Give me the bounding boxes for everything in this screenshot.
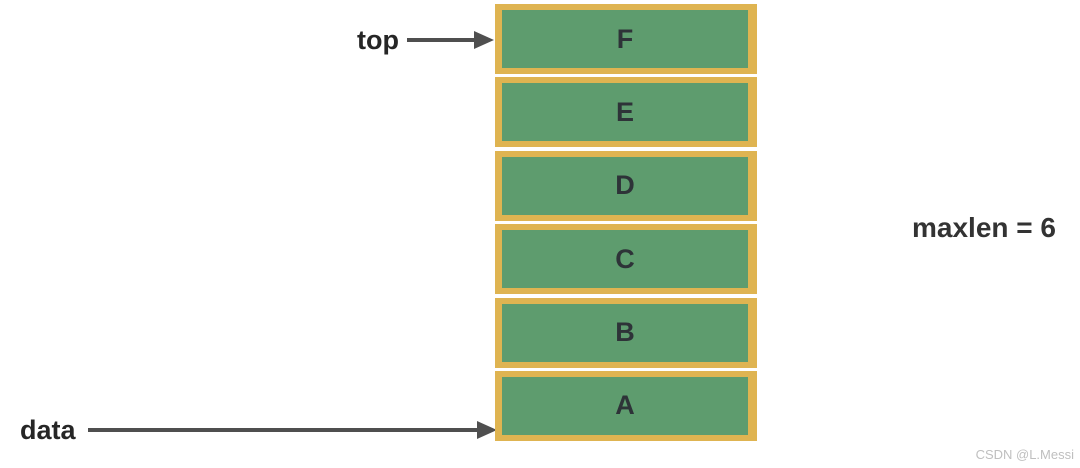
right-arrow-icon	[474, 31, 494, 49]
stack-cell-fill: E	[502, 83, 748, 142]
maxlen-annotation: maxlen = 6	[912, 212, 1056, 243]
stack-cell-fill: A	[502, 376, 748, 435]
stack-cell-fill: F	[502, 10, 748, 68]
stack-cell-label: A	[615, 390, 635, 421]
stack-cell-label: D	[615, 170, 635, 201]
right-arrow-icon	[477, 421, 497, 439]
stack-cell: A	[495, 370, 757, 441]
stack-cell: D	[495, 150, 757, 221]
stack-cell-fill: B	[502, 303, 748, 362]
top-arrow-line	[407, 38, 477, 42]
stack-cell: E	[495, 77, 757, 148]
stack-cell-label: C	[615, 243, 635, 274]
stack-container: F E D C B A	[495, 4, 757, 441]
stack-cell: F	[495, 4, 757, 74]
stack-cell-fill: D	[502, 156, 748, 215]
data-pointer-label: data	[20, 415, 76, 445]
stack-cell-label: F	[616, 23, 634, 54]
stack-cell: C	[495, 224, 757, 295]
data-arrow-line	[88, 428, 480, 432]
stack-cell: B	[495, 297, 757, 368]
stack-cell-label: B	[615, 317, 635, 348]
watermark: CSDN @L.Messi	[975, 447, 1074, 462]
top-pointer-label: top	[357, 25, 399, 55]
stack-cell-fill: C	[502, 230, 748, 289]
stack-cell-label: E	[615, 96, 634, 127]
